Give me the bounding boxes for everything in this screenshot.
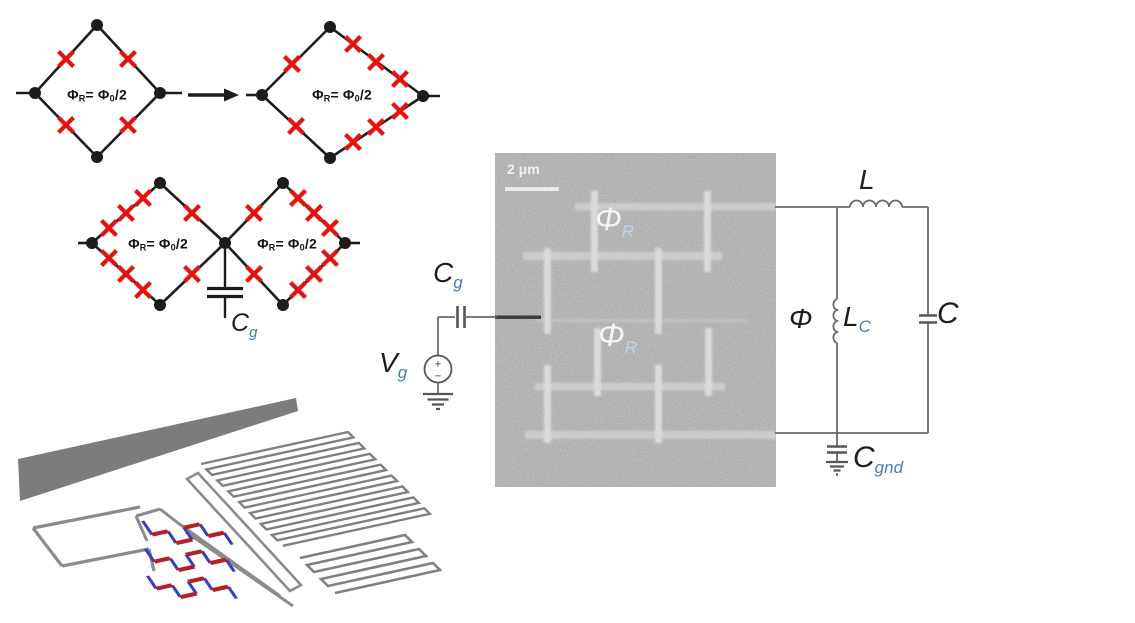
minus-icon: − — [435, 371, 441, 383]
sem-texture — [495, 153, 776, 487]
ground-plane — [18, 398, 298, 501]
gate-voltage-label: Vg — [379, 347, 408, 382]
josephson-junction-icon — [102, 221, 117, 236]
meander-capacitor-dense — [200, 430, 433, 547]
flux-equation-label: ΦR= Φ0/2 — [312, 86, 372, 104]
josephson-junction-icon — [369, 120, 384, 135]
josephson-junction-icon — [59, 52, 74, 67]
pad-outline — [31, 505, 156, 572]
resonator-circuit — [775, 199, 937, 476]
josephson-junction-icon — [346, 37, 361, 52]
capacitor-C — [919, 314, 937, 324]
josephson-junction-icon — [185, 267, 200, 282]
josephson-junction-icon — [121, 118, 136, 133]
scale-bar-label: 2 μm — [507, 161, 540, 177]
josephson-junction-icon — [119, 206, 134, 221]
ground-icon — [826, 460, 848, 476]
josephson-junction-icon — [291, 283, 306, 298]
flux-equation-label: ΦR= Φ0/2 — [67, 86, 127, 104]
gate-lead-dark — [495, 315, 541, 319]
josephson-junction-icon — [307, 267, 322, 282]
josephson-junction-icon — [289, 119, 304, 134]
ground-capacitor-Cgnd — [827, 445, 847, 454]
josephson-junction-icon — [102, 251, 117, 266]
capacitor-C-label: C — [937, 297, 959, 330]
rhombi-chain-pattern — [141, 520, 238, 600]
josephson-junction-icon — [121, 52, 136, 67]
josephson-junction-icon — [285, 57, 300, 72]
gate-circuit: + − — [423, 306, 497, 411]
shunt-capacitor-label: Cg — [231, 309, 258, 341]
josephson-junction-icon — [323, 221, 338, 236]
shunt-capacitor — [207, 249, 243, 318]
josephson-junction-icon — [307, 206, 322, 221]
arrow-icon — [188, 88, 239, 102]
rhombi-chain-structures — [523, 191, 776, 443]
meander-capacitor-sparse — [299, 533, 443, 595]
josephson-junction-icon — [369, 55, 384, 70]
chip-3d-sketch — [18, 398, 443, 608]
josephson-junction-icon — [393, 72, 408, 87]
inductor-L — [849, 199, 903, 208]
flux-phi-r-label-bottom: ΦR — [598, 317, 638, 357]
coupling-inductor-label: LC — [843, 301, 871, 336]
flux-equation-label: ΦR= Φ0/2 — [128, 235, 188, 253]
coupling-inductor-LC — [832, 298, 840, 344]
scale-bar — [505, 187, 559, 191]
josephson-junction-icon — [291, 191, 306, 206]
josephson-junction-icon — [119, 267, 134, 282]
ground-capacitor-label: Cgnd — [853, 441, 904, 477]
josephson-junction-icon — [393, 104, 408, 119]
josephson-junction-icon — [247, 206, 262, 221]
gate-capacitor — [456, 306, 466, 328]
josephson-junction-icon — [136, 283, 151, 298]
josephson-junction-icon — [247, 267, 262, 282]
capacitor-frame — [184, 471, 304, 593]
josephson-junction-icon — [59, 118, 74, 133]
josephson-junction-icon — [185, 206, 200, 221]
gate-capacitor-label: Cg — [433, 257, 463, 292]
josephson-junction-icon — [346, 135, 361, 150]
ground-icon — [423, 392, 453, 411]
flux-phi-label: Φ — [789, 303, 813, 334]
josephson-junction-icon — [323, 251, 338, 266]
rhombus-diagram — [16, 19, 440, 311]
plus-icon: + — [435, 359, 441, 371]
josephson-junction-icon — [136, 191, 151, 206]
sem-image: 2 μm ΦR ΦR — [495, 153, 776, 487]
flux-phi-r-label-top: ΦR — [595, 201, 635, 241]
lead-outline — [134, 507, 294, 608]
flux-equation-label: ΦR= Φ0/2 — [257, 235, 317, 253]
inductor-L-label: L — [859, 164, 875, 195]
